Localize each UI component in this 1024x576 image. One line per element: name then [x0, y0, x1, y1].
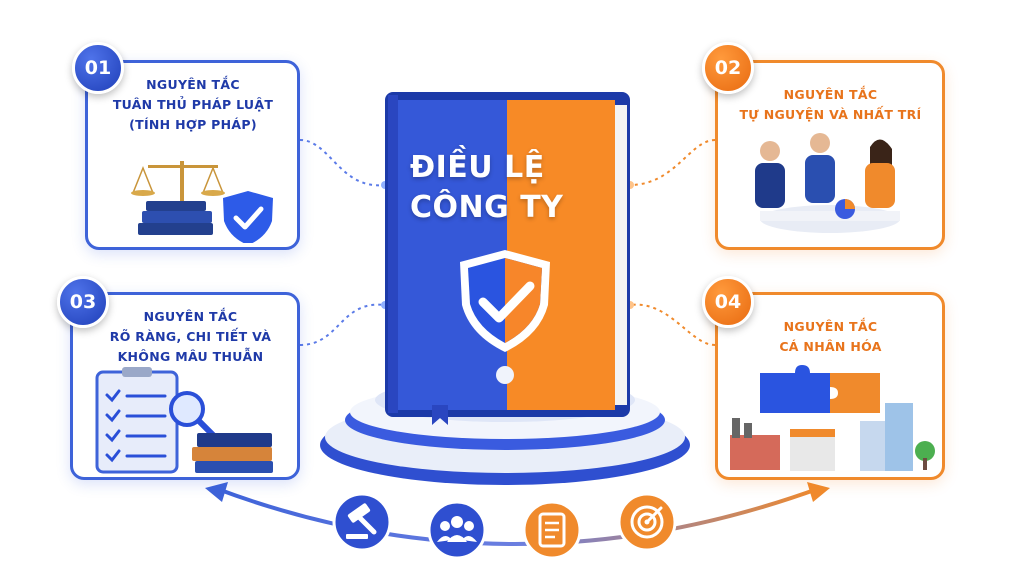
- books-icon: [197, 433, 272, 447]
- meeting-illustration: [755, 133, 900, 233]
- connector-04: [629, 303, 716, 346]
- badge-01: 01: [72, 42, 124, 94]
- connector-03: [299, 303, 386, 346]
- badge-04: 04: [702, 276, 754, 328]
- principle-03-line1: NGUYÊN TẮC: [143, 309, 238, 324]
- charter-book: [385, 92, 630, 425]
- badge-02: 02: [702, 42, 754, 94]
- people-icon: [427, 500, 487, 560]
- principle-04-line1: NGUYÊN TẮC: [783, 319, 878, 334]
- principle-title-03: NGUYÊN TẮC RÕ RÀNG, CHI TIẾT VÀ KHÔNG MÂ…: [83, 307, 298, 367]
- book-title-line1: ĐIỀU LỆ: [410, 150, 545, 185]
- magnifier-icon: [169, 391, 205, 427]
- book-title: ĐIỀU LỆ CÔNG TY: [410, 148, 620, 228]
- principle-card-01: NGUYÊN TẮC TUÂN THỦ PHÁP LUẬT (TÍNH HỢP …: [85, 60, 300, 250]
- principle-01-line1: NGUYÊN TẮC: [146, 77, 240, 92]
- person-icon: [810, 133, 830, 153]
- puzzle-city-illustration: [730, 365, 935, 471]
- gavel-icon: [332, 492, 392, 552]
- principle-02-line2: TỰ NGUYỆN VÀ NHẤT TRÍ: [739, 107, 922, 122]
- connector-01: [299, 139, 386, 187]
- badge-03: 03: [57, 276, 109, 328]
- target-icon: [617, 492, 677, 552]
- puzzle-icon: [760, 365, 830, 413]
- book-title-line2: CÔNG TY: [410, 190, 564, 225]
- connector-02: [629, 139, 716, 186]
- principle-card-04: NGUYÊN TẮC CÁ NHÂN HÓA: [715, 292, 945, 480]
- principle-title-04: NGUYÊN TẮC CÁ NHÂN HÓA: [718, 317, 943, 357]
- principle-03-line2: RÕ RÀNG, CHI TIẾT VÀ: [109, 329, 272, 344]
- checklist-illustration: [95, 367, 273, 474]
- building-icon: [885, 403, 913, 471]
- principle-card-03: NGUYÊN TẮC RÕ RÀNG, CHI TIẾT VÀ KHÔNG MÂ…: [70, 292, 300, 480]
- books-icon: [138, 223, 213, 235]
- principle-card-02: NGUYÊN TẮC TỰ NGUYỆN VÀ NHẤT TRÍ: [715, 60, 945, 250]
- principle-title-01: NGUYÊN TẮC TUÂN THỦ PHÁP LUẬT (TÍNH HỢP …: [88, 75, 298, 135]
- shop-icon: [790, 433, 835, 471]
- person-icon: [760, 141, 780, 161]
- principle-04-line2: CÁ NHÂN HÓA: [779, 339, 882, 354]
- principle-title-02: NGUYÊN TẮC TỰ NGUYỆN VÀ NHẤT TRÍ: [718, 85, 943, 125]
- factory-icon: [730, 435, 780, 470]
- principle-02-line1: NGUYÊN TẮC: [783, 87, 878, 102]
- law-scale-illustration: [131, 161, 273, 243]
- bottom-arc: [214, 486, 821, 546]
- scale-icon: [180, 161, 184, 221]
- checklist-icon: [522, 500, 582, 560]
- shield-check-icon: [223, 191, 273, 243]
- principle-01-line3: (TÍNH HỢP PHÁP): [129, 117, 257, 132]
- principle-03-line3: KHÔNG MÂU THUẪN: [117, 349, 264, 364]
- principle-01-line2: TUÂN THỦ PHÁP LUẬT: [112, 97, 274, 112]
